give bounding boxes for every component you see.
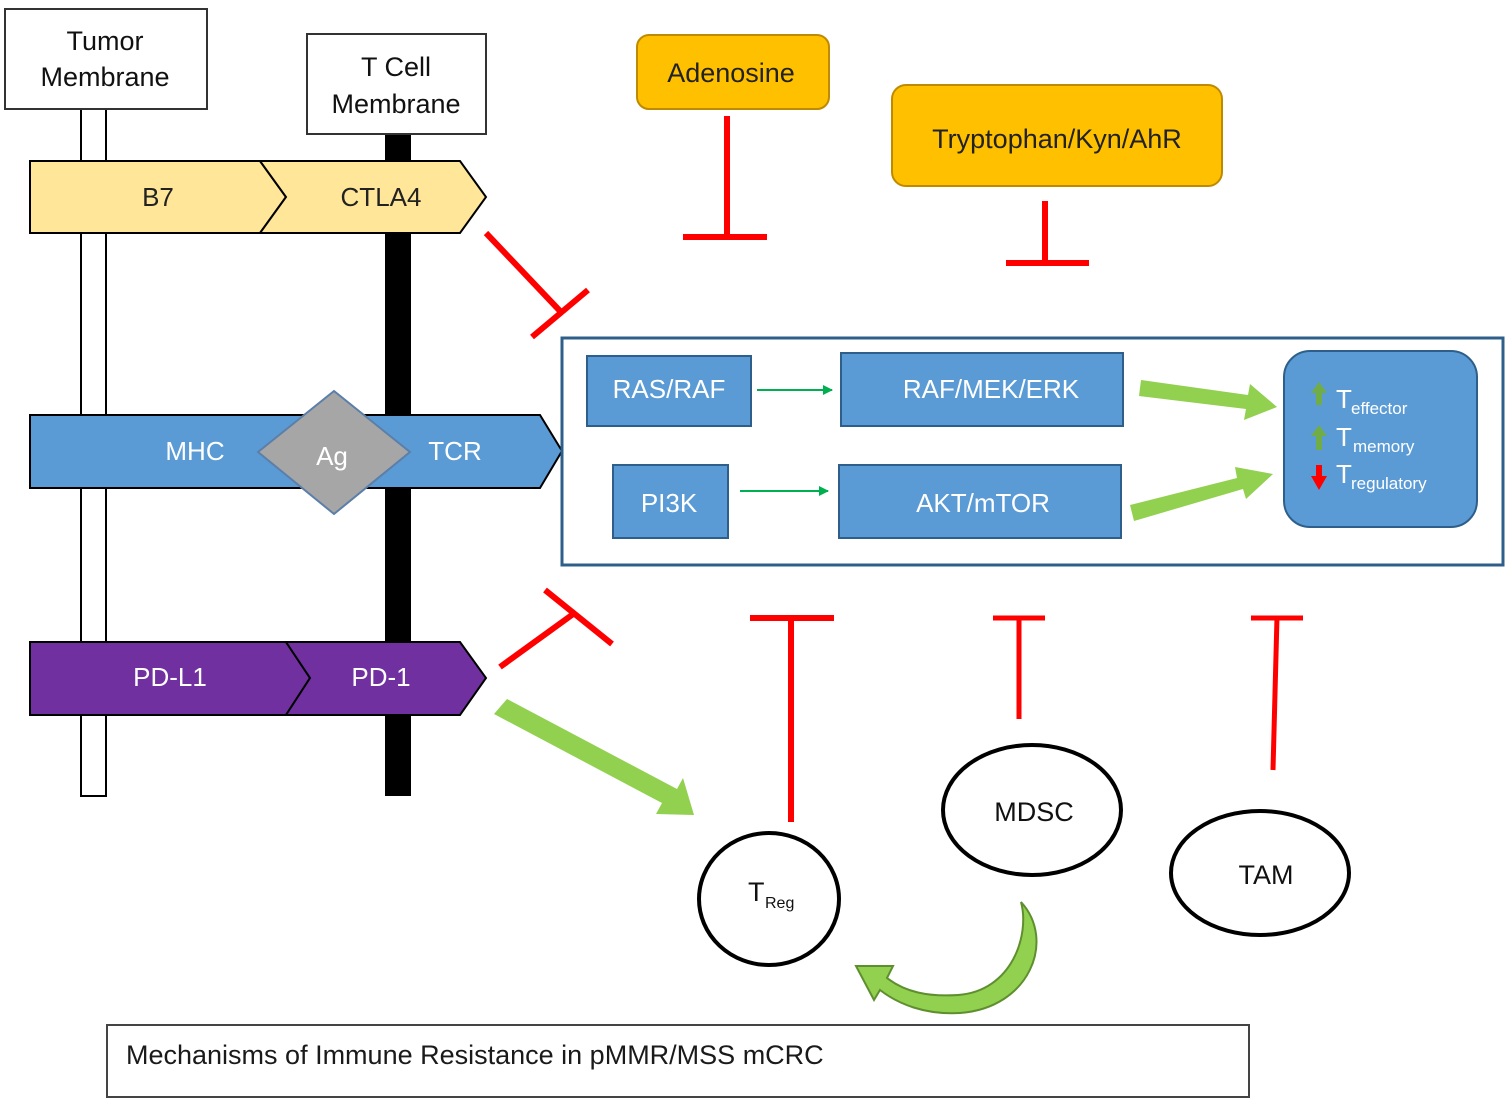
treg-inhibition-icon <box>750 615 834 822</box>
adenosine-inhibition-icon <box>683 116 767 240</box>
pdl1-pd1-pair: PD-L1 PD-1 <box>29 641 488 716</box>
akt-mtor-label: AKT/mTOR <box>916 488 1050 518</box>
memory-up-arrow-icon <box>1311 425 1327 450</box>
caption-box: Mechanisms of Immune Resistance in pMMR/… <box>106 1024 1250 1098</box>
ctla4-label: CTLA4 <box>341 182 422 212</box>
pi3k-label: PI3K <box>641 488 698 518</box>
raf-mek-erk-box: RAF/MEK/ERK <box>840 352 1124 427</box>
ras-raf-label: RAS/RAF <box>613 374 726 404</box>
ctla4-chevron <box>258 160 488 234</box>
adenosine-label: Adenosine <box>667 58 795 88</box>
regulatory-down-arrow-icon <box>1311 465 1327 490</box>
pd1-to-treg-arrow <box>494 699 694 815</box>
pi3k-box: PI3K <box>612 464 729 539</box>
tumor-membrane-label-line2: Membrane <box>40 62 169 92</box>
tryptophan-box: Tryptophan/Kyn/AhR <box>891 84 1223 187</box>
akt-mtor-box: AKT/mTOR <box>838 464 1122 539</box>
mdsc-to-treg-curved-arrow <box>854 901 1038 1015</box>
memory-label: memory <box>1353 437 1415 456</box>
tcell-membrane-label-box: T Cell Membrane <box>306 33 487 135</box>
raf-mek-erk-label: RAF/MEK/ERK <box>903 374 1080 404</box>
treg-main-label: T <box>748 877 765 907</box>
antigen-label: Ag <box>316 441 348 471</box>
t-cell-outcomes-box: T effector T memory T regulatory <box>1283 350 1478 528</box>
akt-to-outcomes-arrow <box>1130 467 1273 521</box>
mhc-label: MHC <box>165 436 224 466</box>
ctla4-inhibition-icon <box>483 230 590 340</box>
antigen-diamond <box>256 389 412 516</box>
tam-inhibition-icon <box>1251 615 1303 771</box>
adenosine-box: Adenosine <box>636 34 830 110</box>
tryptophan-label: Tryptophan/Kyn/AhR <box>932 124 1182 154</box>
tumor-membrane-label-box: Tumor Membrane <box>4 8 208 110</box>
ras-raf-box: RAS/RAF <box>586 355 752 427</box>
tcr-label: TCR <box>428 436 481 466</box>
tumor-membrane-label-line1: Tumor <box>66 26 143 56</box>
pd1-label: PD-1 <box>351 662 410 692</box>
tcell-membrane-label-line2: Membrane <box>331 89 460 119</box>
tam-cell: TAM <box>1169 809 1351 937</box>
regulatory-t-symbol: T <box>1336 459 1352 489</box>
mdsc-label: MDSC <box>994 797 1074 827</box>
mdsc-inhibition-icon <box>993 615 1045 719</box>
effector-t-symbol: T <box>1336 384 1352 414</box>
memory-t-symbol: T <box>1336 422 1352 452</box>
pdl1-label: PD-L1 <box>133 662 207 692</box>
tcell-membrane-label-line1: T Cell <box>361 52 431 82</box>
caption-text: Mechanisms of Immune Resistance in pMMR/… <box>126 1040 824 1070</box>
b7-label: B7 <box>142 182 174 212</box>
tryptophan-inhibition-icon <box>1006 201 1089 266</box>
mhc-tcr-pair: MHC Ag TCR <box>29 389 564 516</box>
raf-to-outcomes-arrow <box>1139 380 1277 420</box>
effector-label: effector <box>1351 399 1408 418</box>
treg-cell: T Reg <box>697 831 841 967</box>
effector-up-arrow-icon <box>1311 382 1327 405</box>
regulatory-label: regulatory <box>1351 474 1427 493</box>
mdsc-cell: MDSC <box>941 743 1123 877</box>
tam-label: TAM <box>1239 860 1294 890</box>
treg-sub-label: Reg <box>765 895 794 912</box>
pd1-chevron <box>284 641 488 716</box>
b7-ctla4-pair: B7 CTLA4 <box>29 160 488 234</box>
pd1-inhibition-icon <box>498 587 614 670</box>
